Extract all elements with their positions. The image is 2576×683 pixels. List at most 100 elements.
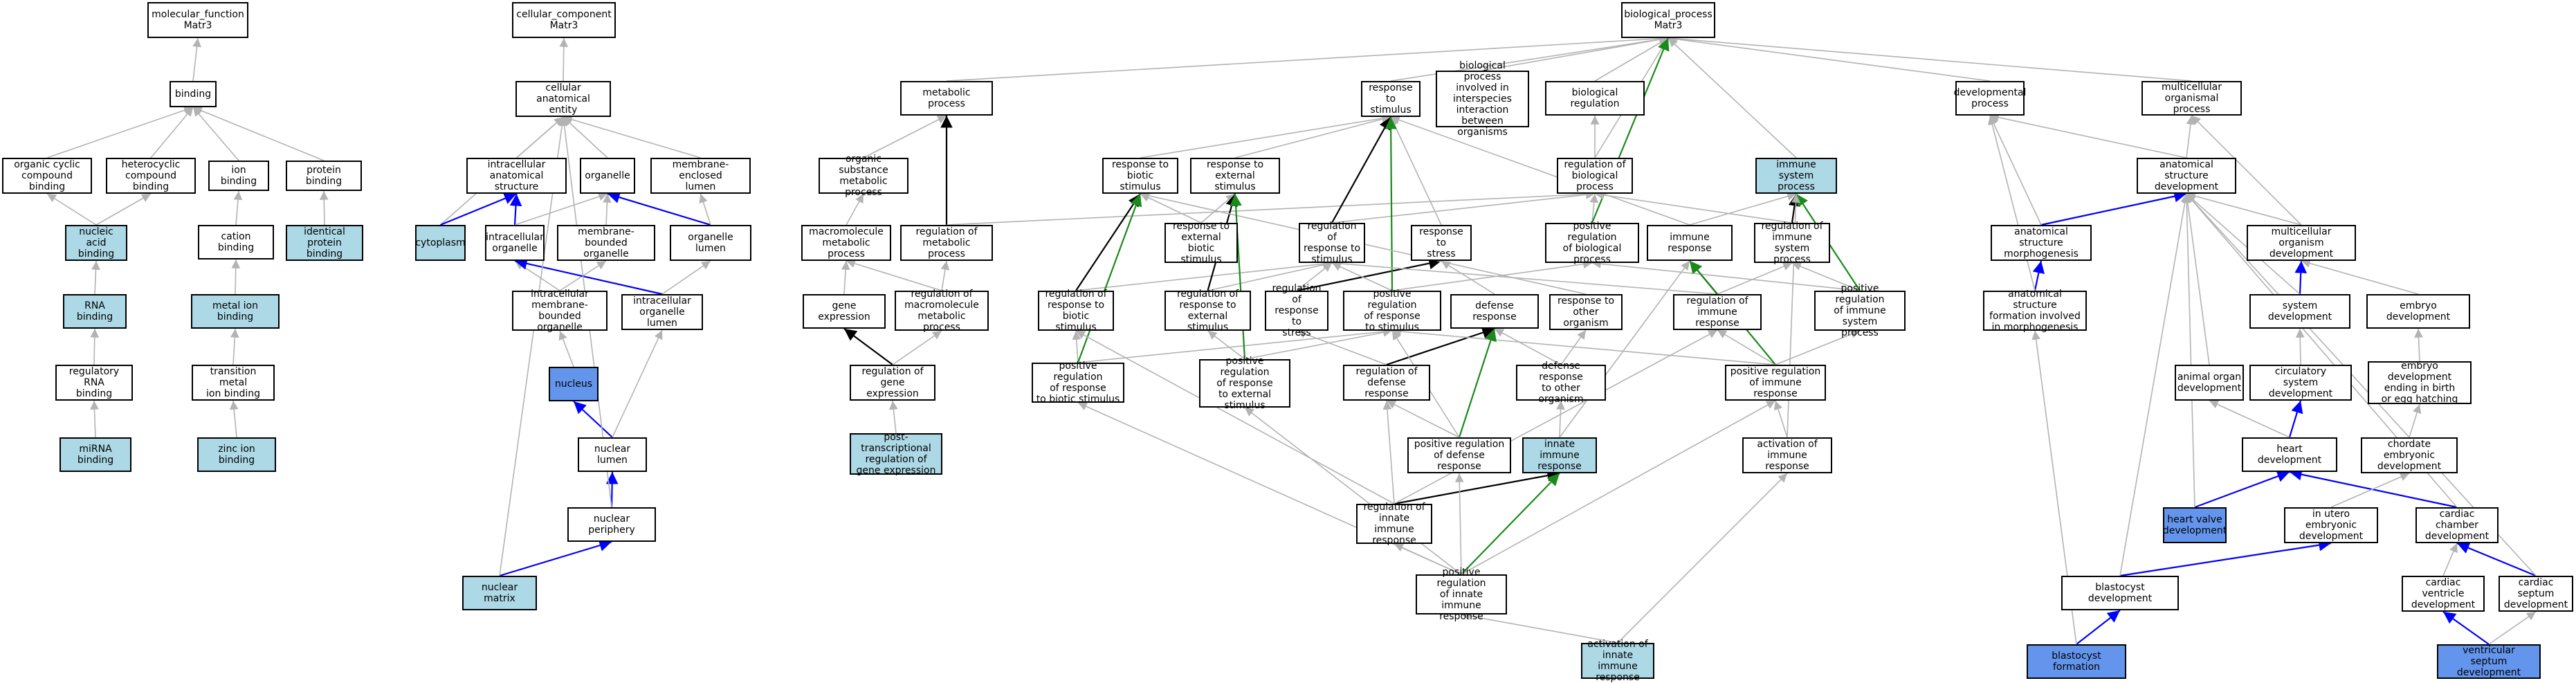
- node-heart-valve-development[interactable]: heart valve development: [2163, 507, 2227, 543]
- node-intracellular-organelle-lumen[interactable]: intracellular organelle lumen: [621, 294, 703, 330]
- node-gene-expression[interactable]: gene expression: [803, 294, 886, 329]
- node-regulation-of-innate-immune-response[interactable]: regulation of innate immune response: [1356, 502, 1432, 546]
- node-response-to-external-stimulus[interactable]: response to external stimulus: [1190, 158, 1280, 194]
- node-binding[interactable]: binding: [170, 81, 217, 107]
- node-nuclear-matrix[interactable]: nuclear matrix: [462, 576, 537, 610]
- node-regulation-of-metabolic-process[interactable]: regulation of metabolic process: [900, 225, 993, 261]
- node-response-to-other-organism[interactable]: response to other organism: [1549, 294, 1623, 330]
- node-positive-regulation-of-response-to-biotic-stimulus[interactable]: positive regulation of response to bioti…: [1032, 361, 1124, 405]
- node-protein-binding[interactable]: protein binding: [286, 161, 362, 191]
- node-organelle[interactable]: organelle: [580, 158, 635, 194]
- node-animal-organ-development[interactable]: animal organ development: [2175, 365, 2244, 401]
- node-positive-regulation-of-response-to-stimulus[interactable]: positive regulation of response to stimu…: [1343, 289, 1441, 333]
- node-positive-regulation-of-immune-system-process[interactable]: positive regulation of immune system pro…: [1814, 283, 1906, 338]
- node-positive-regulation-of-defense-response[interactable]: positive regulation of defense response: [1407, 437, 1511, 473]
- node-intracellular-membrane-bounded-organelle[interactable]: intracellular membrane-bounded organelle: [512, 289, 608, 333]
- edge-nuclear-lumen-to-nucleus: [573, 401, 613, 438]
- node-organic-substance-metabolic-process[interactable]: organic substance metabolic process: [819, 154, 908, 198]
- node-positive-regulation-of-response-to-external-stimulus[interactable]: positive regulation of response to exter…: [1199, 356, 1290, 411]
- node-blastocyst-formation[interactable]: blastocyst formation: [2027, 644, 2126, 679]
- node-activation-of-immune-response[interactable]: activation of immune response: [1742, 437, 1832, 473]
- node-bp-interspecies[interactable]: biological process involved in interspec…: [1436, 60, 1529, 138]
- node-regulation-of-biological-process[interactable]: regulation of biological process: [1557, 158, 1633, 194]
- node-cardiac-septum-development[interactable]: cardiac septum development: [2499, 576, 2573, 612]
- node-immune-system-process[interactable]: immune system process: [1755, 158, 1837, 194]
- node-regulatory-rna-binding[interactable]: regulatory RNA binding: [55, 365, 133, 401]
- node-post-transcriptional-regulation[interactable]: post-transcriptional regulation of gene …: [850, 432, 942, 476]
- node-regulation-of-response-to-stress[interactable]: regulation of response to stress: [1265, 283, 1328, 338]
- node-mf-root[interactable]: molecular_function Matr3: [147, 2, 248, 38]
- node-defense-response[interactable]: defense response: [1450, 294, 1539, 329]
- node-positive-regulation-of-immune-response[interactable]: positive regulation of immune response: [1725, 365, 1826, 401]
- node-regulation-of-gene-expression[interactable]: regulation of gene expression: [850, 365, 935, 401]
- node-in-utero-embryonic-development[interactable]: in utero embryonic development: [2284, 507, 2378, 543]
- node-mirna-binding[interactable]: miRNA binding: [60, 437, 131, 472]
- edge-heart-development-to-animal-organ-development: [2209, 400, 2290, 438]
- node-nuclear-periphery[interactable]: nuclear periphery: [567, 507, 656, 542]
- node-nucleus[interactable]: nucleus: [549, 367, 599, 401]
- node-regulation-of-defense-response[interactable]: regulation of defense response: [1343, 365, 1430, 401]
- node-organic-cyclic-compound-binding[interactable]: organic cyclic compound binding: [2, 158, 92, 194]
- node-nucleic-acid-binding[interactable]: nucleic acid binding: [65, 225, 127, 261]
- node-regulation-of-response-to-external-stimulus[interactable]: regulation of response to external stimu…: [1164, 289, 1251, 333]
- node-bp-root[interactable]: biological_process Matr3: [1621, 2, 1715, 38]
- node-ventricular-septum-development[interactable]: ventricular septum development: [2437, 644, 2541, 679]
- node-multicellular-organism-development[interactable]: multicellular organism development: [2247, 225, 2356, 261]
- edge-regulation-of-gene-expression-to-gene-expression: [843, 328, 893, 365]
- node-positive-regulation-of-biological-process[interactable]: positive regulation of biological proces…: [1545, 221, 1639, 265]
- node-biological-regulation[interactable]: biological regulation: [1545, 81, 1645, 116]
- node-circulatory-system-development[interactable]: circulatory system development: [2249, 365, 2352, 401]
- node-macromolecule-metabolic-process[interactable]: macromolecule metabolic process: [801, 225, 891, 261]
- node-heterocyclic-compound-binding[interactable]: heterocyclic compound binding: [106, 158, 196, 194]
- edge-heterocyclic-compound-binding-to-binding: [150, 107, 194, 158]
- node-blastocyst-development[interactable]: blastocyst development: [2061, 576, 2179, 610]
- node-response-to-stimulus[interactable]: response to stimulus: [1361, 81, 1421, 117]
- node-positive-regulation-of-innate-immune-response[interactable]: positive regulation of innate immune res…: [1416, 567, 1507, 622]
- node-regulation-of-response-to-biotic-stimulus[interactable]: regulation of response to biotic stimulu…: [1038, 289, 1114, 333]
- node-organelle-lumen[interactable]: organelle lumen: [670, 225, 751, 261]
- node-cation-binding[interactable]: cation binding: [198, 225, 274, 259]
- node-anatomical-structure-morphogenesis[interactable]: anatomical structure morphogenesis: [1991, 225, 2092, 261]
- node-anatomical-structure-formation-in-morphogenesis[interactable]: anatomical structure formation involved …: [1983, 289, 2087, 333]
- node-heart-development[interactable]: heart development: [2242, 437, 2337, 472]
- node-regulation-of-macromolecule-metabolic-process[interactable]: regulation of macromolecule metabolic pr…: [895, 289, 989, 333]
- node-system-development[interactable]: system development: [2249, 294, 2350, 329]
- node-regulation-of-immune-response[interactable]: regulation of immune response: [1673, 294, 1762, 330]
- node-cc-root[interactable]: cellular_component Matr3: [512, 2, 616, 38]
- node-activation-of-innate-immune-response[interactable]: activation of innate immune response: [1581, 639, 1654, 683]
- node-cellular-anatomical-entity[interactable]: cellular anatomical entity: [515, 81, 611, 117]
- node-identical-protein-binding[interactable]: identical protein binding: [286, 225, 363, 261]
- node-response-to-biotic-stimulus[interactable]: response to biotic stimulus: [1102, 158, 1178, 194]
- node-chordate-embryonic-development[interactable]: chordate embryonic development: [2361, 437, 2458, 473]
- node-intracellular-anatomical-structure[interactable]: intracellular anatomical structure: [466, 158, 567, 194]
- edge-regulation-of-defense-response-to-regulation-of-response-to-stress: [1296, 329, 1387, 365]
- node-intracellular-organelle[interactable]: intracellular organelle: [485, 225, 545, 261]
- node-response-to-stress[interactable]: response to stress: [1411, 225, 1472, 261]
- node-rna-binding[interactable]: RNA binding: [63, 294, 127, 329]
- node-cardiac-ventricle-development[interactable]: cardiac ventricle development: [2402, 576, 2485, 612]
- node-zinc-ion-binding[interactable]: zinc ion binding: [197, 437, 276, 472]
- node-metabolic-process[interactable]: metabolic process: [900, 81, 993, 116]
- node-developmental-process[interactable]: developmental process: [1954, 81, 2026, 116]
- node-membrane-bounded-organelle[interactable]: membrane-bounded organelle: [557, 225, 655, 261]
- node-transition-metal-ion-binding[interactable]: transition metal ion binding: [192, 365, 275, 401]
- node-nuclear-lumen[interactable]: nuclear lumen: [578, 437, 647, 472]
- node-anatomical-structure-development[interactable]: anatomical structure development: [2137, 158, 2236, 194]
- edge-membrane-enclosed-lumen-to-cellular-anatomical-entity: [563, 115, 701, 158]
- node-immune-response[interactable]: immune response: [1647, 225, 1733, 261]
- node-ion-binding[interactable]: ion binding: [208, 161, 269, 191]
- node-defense-response-to-other-organism[interactable]: defense response to other organism: [1516, 361, 1606, 405]
- node-multicellular-organismal-process[interactable]: multicellular organismal process: [2141, 81, 2242, 116]
- node-innate-immune-response[interactable]: innate immune response: [1522, 437, 1597, 473]
- node-cytoplasm[interactable]: cytoplasm: [415, 225, 466, 261]
- node-metal-ion-binding[interactable]: metal ion binding: [191, 294, 280, 329]
- edge-anatomical-structure-formation-in-morphogenesis-to-developmental-process: [1987, 115, 2036, 291]
- node-cardiac-chamber-development[interactable]: cardiac chamber development: [2415, 507, 2499, 543]
- node-membrane-enclosed-lumen[interactable]: membrane-enclosed lumen: [650, 158, 751, 194]
- node-embryo-development[interactable]: embryo development: [2366, 294, 2470, 329]
- node-response-to-external-biotic-stimulus[interactable]: response to external biotic stimulus: [1164, 221, 1238, 265]
- node-regulation-of-response-to-stimulus[interactable]: regulation of response to stimulus: [1299, 221, 1365, 265]
- node-embryo-development-ending-in-birth[interactable]: embryo development ending in birth or eg…: [2368, 361, 2472, 405]
- edge-regulation-of-response-to-stimulus-to-response-to-stimulus: [1331, 116, 1391, 224]
- node-regulation-of-immune-system-process[interactable]: regulation of immune system process: [1754, 221, 1830, 265]
